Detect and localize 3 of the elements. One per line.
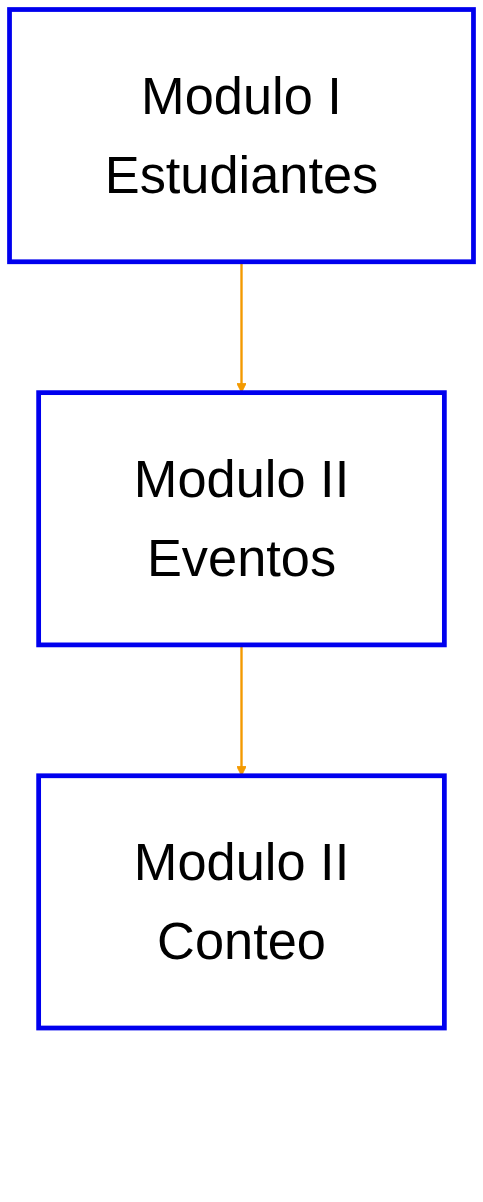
module-box: Modulo II Conteo <box>36 773 447 1031</box>
module-box: Modulo I Estudiantes <box>7 7 476 265</box>
module-box: Modulo II Eventos <box>36 390 447 648</box>
